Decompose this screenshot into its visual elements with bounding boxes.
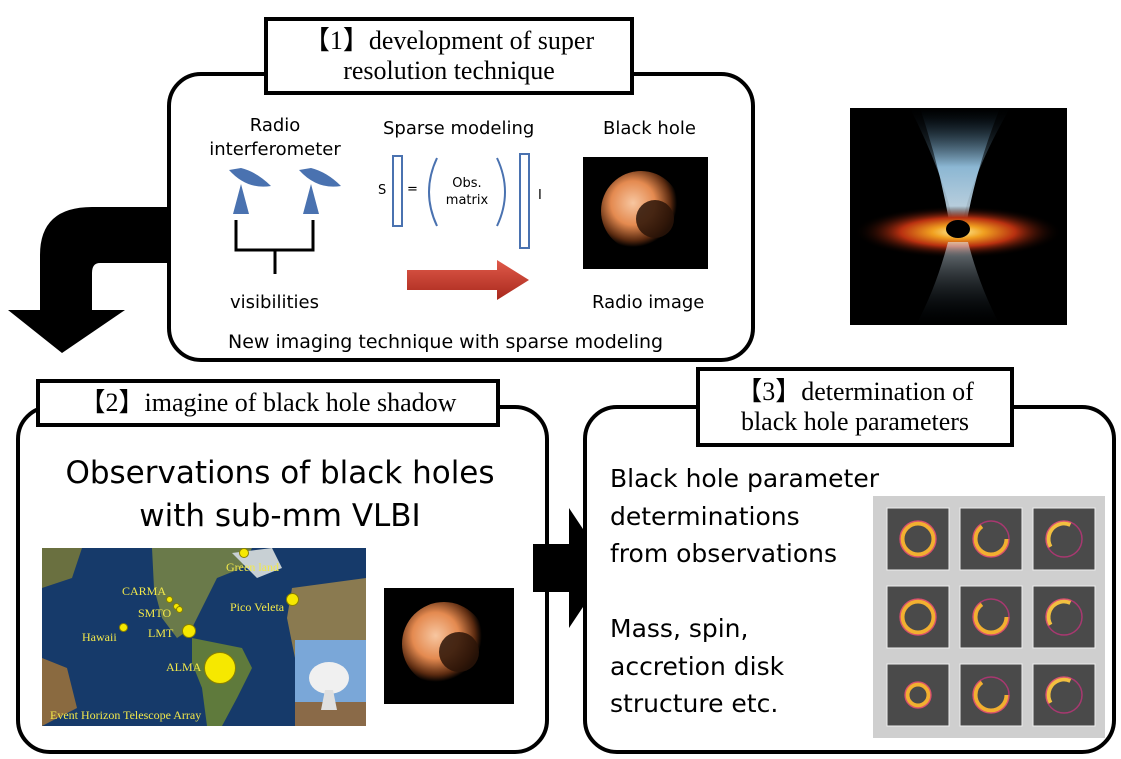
ring-thumbnail: [959, 507, 1023, 571]
ring-thumbnail: [959, 585, 1023, 649]
eht-label: Event Horizon Telescope Array: [50, 708, 202, 722]
black-hole-label: Black hole: [603, 118, 696, 139]
ring-thumbnail: [886, 663, 950, 727]
alma-label: ALMA: [166, 660, 202, 674]
visibilities-label: visibilities: [230, 292, 319, 313]
matrix-equation: [392, 153, 530, 249]
alma-marker: [204, 652, 236, 684]
ring-thumbnail: [1032, 507, 1096, 571]
carma-marker: [166, 596, 173, 603]
ring-thumbnail: [1032, 585, 1096, 649]
black-hole-shadow-image: [384, 588, 514, 704]
ring-thumbnail: [1032, 663, 1096, 727]
hawaii-label: Hawaii: [82, 630, 117, 644]
carma-label: CARMA: [122, 584, 167, 598]
red-arrow: [407, 260, 529, 300]
pico-veleta-label: Pico Veleta: [230, 600, 285, 614]
black-hole-simulation-image: [850, 108, 1067, 325]
eht-world-map: Green land CARMA SMTO Pico Veleta Hawaii…: [42, 548, 366, 726]
radio-image-label: Radio image: [592, 292, 705, 313]
ring-thumbnail: [959, 663, 1023, 727]
ring-thumbnail: [886, 507, 950, 571]
greenland-marker: [239, 548, 249, 558]
radio-antennas: [229, 168, 341, 274]
parameter-image-grid: [873, 496, 1105, 738]
section2-title: 【2】imagine of black hole shadow: [36, 379, 500, 427]
antenna-right-icon: [299, 168, 341, 214]
black-hole-image: [583, 157, 708, 269]
sparse-modeling-label: Sparse modeling: [383, 118, 535, 139]
pico-veleta-marker: [286, 593, 299, 606]
antenna-left-icon: [229, 168, 271, 214]
hawaii-marker: [119, 623, 128, 632]
matrix-s-label: S: [378, 183, 387, 198]
smto-label: SMTO: [138, 606, 172, 620]
matrix-equals-label: =: [407, 182, 418, 197]
greenland-label: Green land: [226, 560, 279, 574]
lmt-label: LMT: [148, 626, 174, 640]
obs-matrix-label: Obs.matrix: [445, 176, 489, 208]
matrix-i-label: I: [538, 188, 542, 203]
smto2-marker: [176, 606, 183, 613]
arrow-2-to-3: [533, 508, 609, 628]
ring-thumbnail: [886, 585, 950, 649]
section1-caption: New imaging technique with sparse modeli…: [228, 331, 664, 353]
lmt-marker: [182, 624, 196, 638]
curved-arrow-1-to-2: [8, 207, 175, 353]
telescope-photo: [295, 640, 366, 726]
